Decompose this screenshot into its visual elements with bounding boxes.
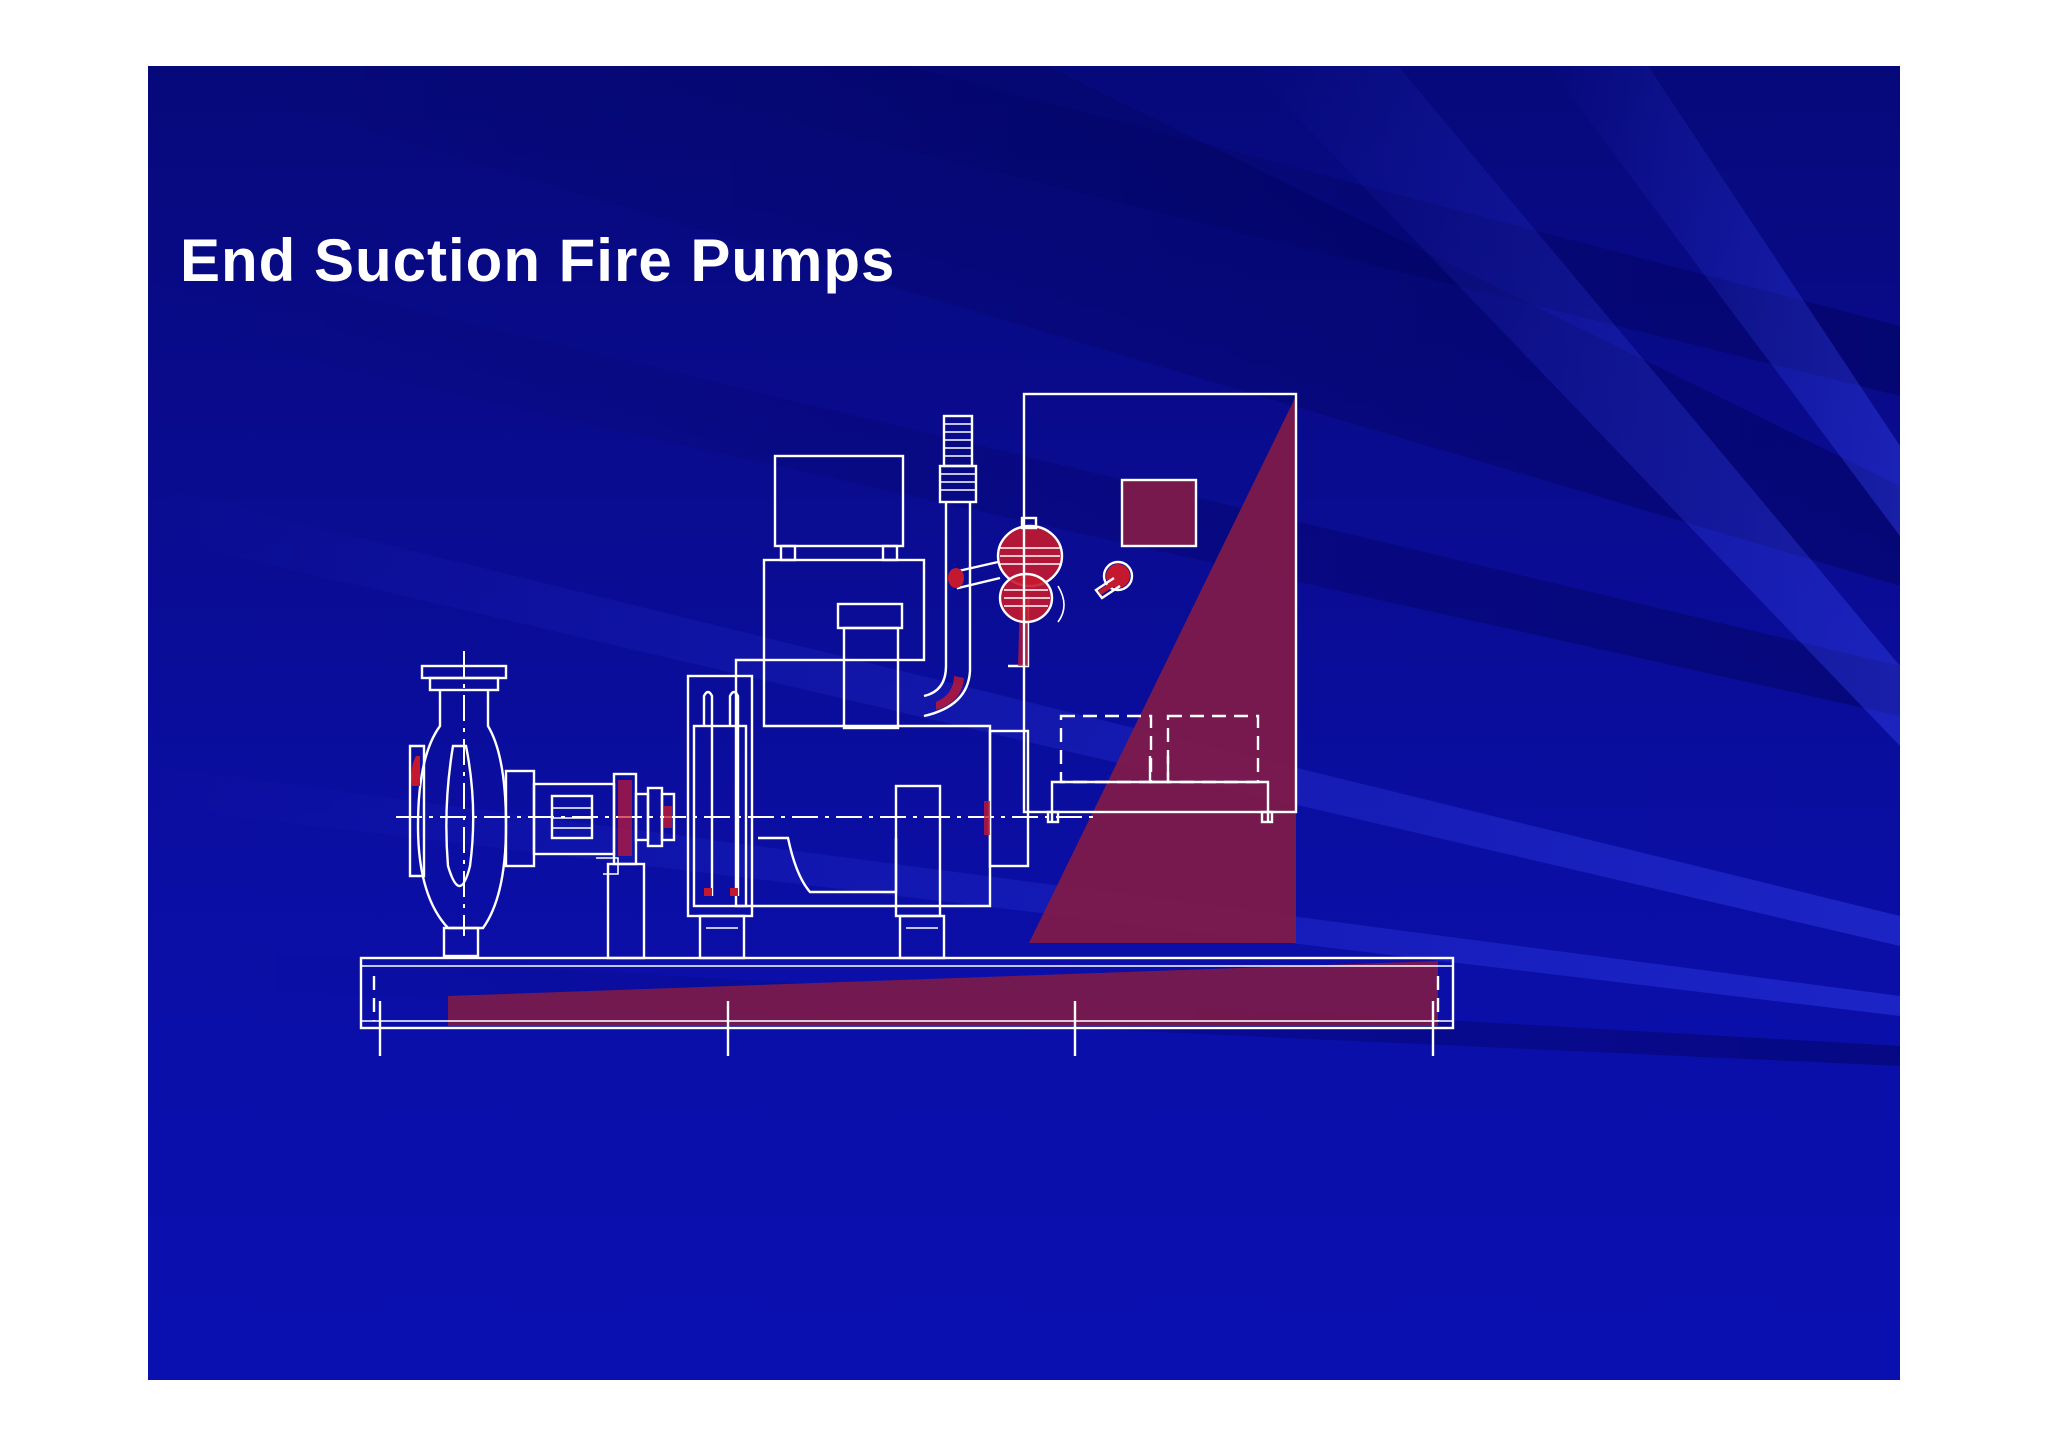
- air-cleaner: [948, 516, 1065, 624]
- slide: End Suction Fire Pumps: [148, 66, 1900, 1380]
- diesel-engine: [686, 454, 1030, 960]
- exhaust-pipe: [923, 414, 978, 718]
- slide-title: End Suction Fire Pumps: [180, 227, 896, 294]
- controller-cabinet: [1022, 392, 1298, 824]
- base-highlight: [448, 961, 1438, 1026]
- controller-highlight: [1029, 396, 1296, 943]
- coupling: [634, 786, 676, 848]
- pump-casing: [408, 651, 646, 960]
- fire-pump-diagram: [359, 392, 1455, 1056]
